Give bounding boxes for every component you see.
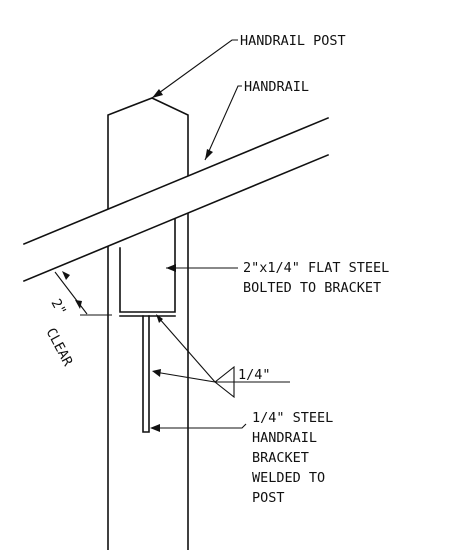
leader-bracket — [150, 423, 247, 432]
label-bracket-line4: WELDED TO — [252, 470, 325, 486]
handrail — [22, 116, 330, 283]
clearance-dimension — [54, 271, 112, 316]
steel-handrail-bracket — [142, 315, 150, 433]
label-flat-steel-line2: BOLTED TO BRACKET — [243, 280, 381, 296]
flat-steel-plate — [119, 214, 176, 317]
handrail-post — [107, 97, 189, 550]
leader-handrail — [204, 85, 242, 161]
leader-handrail-post — [151, 39, 238, 99]
label-bracket-line1: 1/4" STEEL — [252, 410, 333, 426]
label-bracket-line3: BRACKET — [252, 450, 309, 466]
weld-symbol — [152, 314, 290, 399]
label-handrail: HANDRAIL — [244, 79, 309, 95]
label-handrail-post: HANDRAIL POST — [240, 33, 346, 49]
label-flat-steel-line1: 2"x1/4" FLAT STEEL — [243, 260, 389, 276]
label-bracket-line2: HANDRAIL — [252, 430, 317, 446]
leader-flat-steel — [166, 264, 238, 272]
label-clearance-value: 2" — [47, 296, 69, 318]
label-bracket-line5: POST — [252, 490, 285, 506]
label-weld-size: 1/4" — [238, 367, 271, 383]
label-clearance-word: CLEAR — [42, 325, 76, 369]
